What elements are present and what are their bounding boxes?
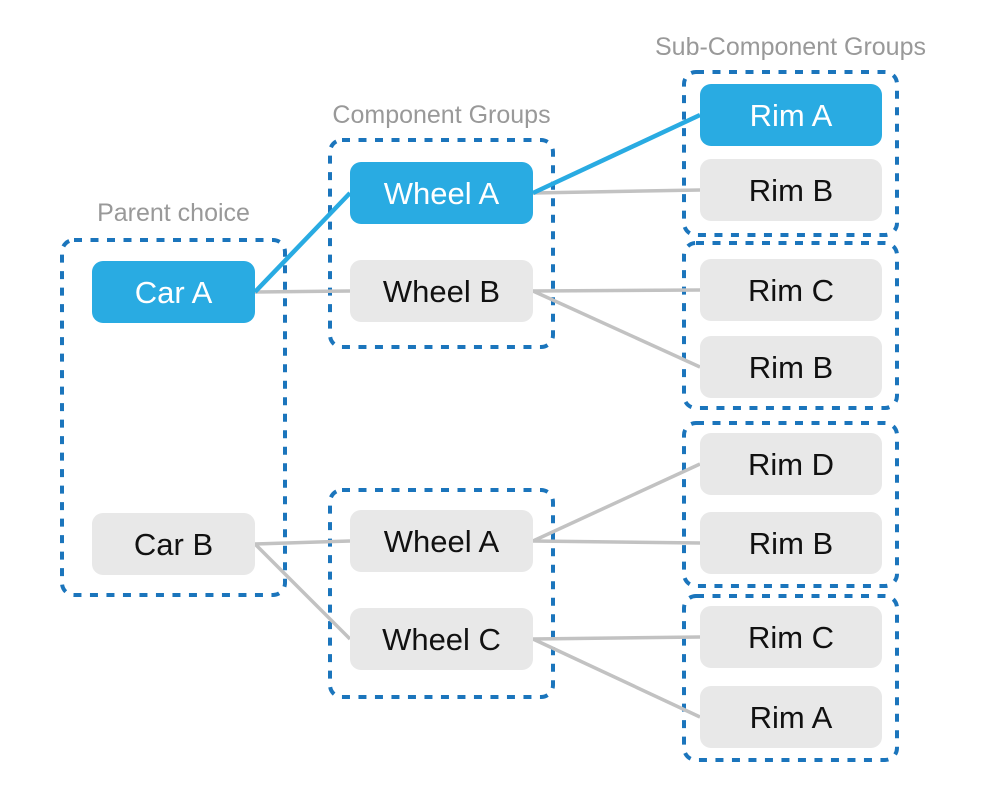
component-group-2 — [328, 488, 555, 699]
node-wheel-c-2[interactable]: Wheel C — [350, 608, 533, 670]
edge-wheel-a-1-to-rim-a-1 — [532, 112, 701, 196]
subcomponent-group-4 — [682, 594, 899, 762]
node-rim-c-2[interactable]: Rim C — [700, 259, 882, 321]
node-car-b[interactable]: Car B — [92, 513, 255, 575]
node-rim-b-3[interactable]: Rim B — [700, 512, 882, 574]
node-wheel-a-1[interactable]: Wheel A — [350, 162, 533, 224]
node-rim-d-3[interactable]: Rim D — [700, 433, 882, 495]
column-label-subcomponent-groups: Sub-Component Groups — [655, 33, 926, 61]
edge-car-a-to-wheel-a-1 — [253, 191, 352, 294]
node-wheel-b-1[interactable]: Wheel B — [350, 260, 533, 322]
node-wheel-a-2[interactable]: Wheel A — [350, 510, 533, 572]
edge-wheel-b-1-to-rim-b-2 — [532, 289, 701, 369]
node-rim-b-1[interactable]: Rim B — [700, 159, 882, 221]
edge-car-a-to-wheel-b-1 — [254, 289, 351, 294]
node-rim-a-4[interactable]: Rim A — [700, 686, 882, 748]
edge-wheel-b-1-to-rim-c-2 — [532, 288, 701, 293]
node-rim-b-2[interactable]: Rim B — [700, 336, 882, 398]
edge-wheel-a-2-to-rim-b-3 — [532, 539, 701, 545]
edge-wheel-a-1-to-rim-b-1 — [532, 188, 701, 195]
edge-car-b-to-wheel-c-2 — [253, 542, 352, 641]
node-rim-c-4[interactable]: Rim C — [700, 606, 882, 668]
edge-wheel-c-2-to-rim-c-4 — [532, 635, 701, 641]
edge-wheel-c-2-to-rim-a-4 — [532, 637, 701, 719]
edge-wheel-a-2-to-rim-d-3 — [532, 462, 701, 543]
column-label-parent-choice: Parent choice — [97, 199, 250, 227]
edge-car-b-to-wheel-a-2 — [254, 539, 351, 546]
node-rim-a-1[interactable]: Rim A — [700, 84, 882, 146]
component-group-1 — [328, 138, 555, 349]
parent-choice-group — [60, 238, 287, 597]
column-label-component-groups: Component Groups — [332, 101, 551, 129]
subcomponent-group-2 — [682, 241, 899, 410]
node-car-a[interactable]: Car A — [92, 261, 255, 323]
